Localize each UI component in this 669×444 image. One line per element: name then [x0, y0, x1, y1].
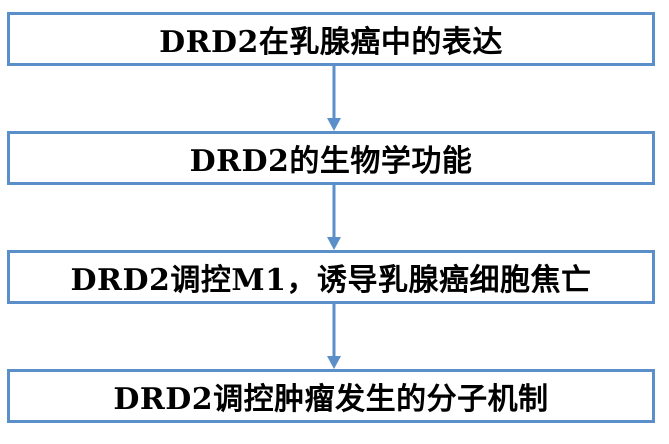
flow-step-4-label: DRD2调控肿瘤发生的分子机制	[113, 382, 549, 417]
flow-step-2-label: DRD2的生物学功能	[189, 144, 473, 179]
flow-step-3-box: DRD2调控M1，诱导乳腺癌细胞焦亡	[7, 250, 655, 304]
arrow-3-to-4	[327, 304, 341, 369]
arrow-2-to-3	[327, 185, 341, 250]
flow-step-2-box: DRD2的生物学功能	[7, 131, 655, 185]
flow-step-1-label: DRD2在乳腺癌中的表达	[159, 25, 503, 60]
arrow-1-to-2	[327, 66, 341, 131]
flow-step-3-label: DRD2调控M1，诱导乳腺癌细胞焦亡	[70, 263, 592, 298]
flow-step-4-box: DRD2调控肿瘤发生的分子机制	[7, 369, 655, 423]
flow-step-1-box: DRD2在乳腺癌中的表达	[7, 12, 655, 66]
